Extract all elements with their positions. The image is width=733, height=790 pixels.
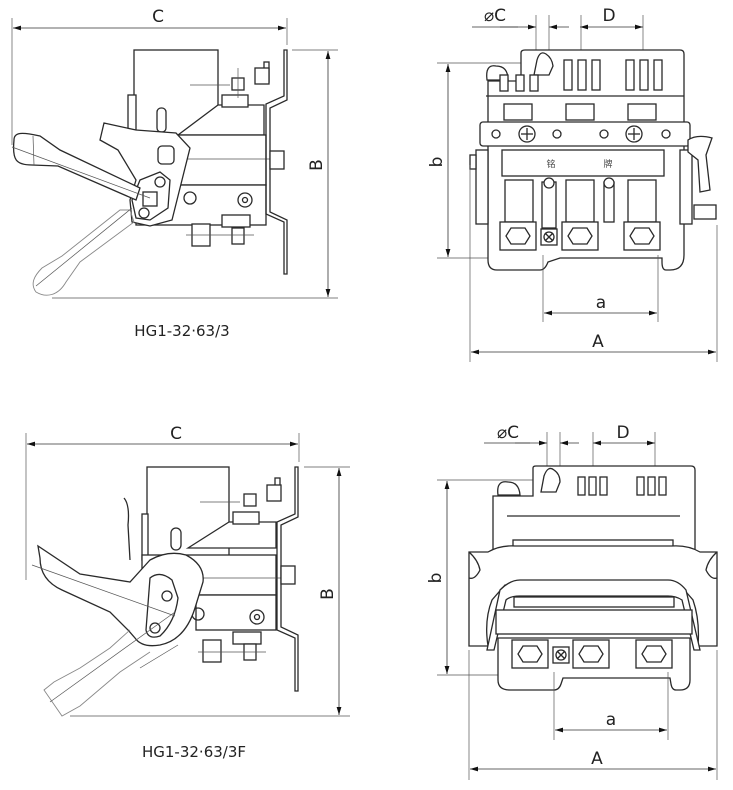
nameplate-char-left: 铭 <box>546 158 555 170</box>
dimension-c-top-3f: C <box>25 424 300 580</box>
cross-bar-front <box>479 121 691 147</box>
nameplate: 铭 牌 <box>501 149 665 177</box>
dimension-label-a-small-3f: a <box>606 710 616 730</box>
dimension-a-overall: A <box>469 165 718 362</box>
switch-body-side-3f <box>123 466 282 645</box>
terminal-blocks-front-3f <box>497 637 691 691</box>
operating-handle-side-3f[interactable] <box>31 544 204 647</box>
operating-handle-front[interactable] <box>687 135 717 220</box>
dimension-label-d: D <box>602 6 615 26</box>
dimension-label-b-3f: B <box>318 588 338 600</box>
terminal-bolts-side-3f <box>198 484 296 663</box>
dimension-label-hole-diameter-3f: ⌀C <box>497 423 519 443</box>
front-view-3F: ⌀C D b <box>426 423 718 780</box>
dimension-label-d-3f: D <box>616 423 629 443</box>
side-view-3: C B <box>11 7 338 340</box>
dimension-a-overall-3f: A <box>468 650 718 780</box>
dimension-label-b: B <box>307 159 327 171</box>
dimension-label-hole-diameter: ⌀C <box>484 6 506 26</box>
switch-body-front-3f <box>492 465 696 551</box>
protective-cover-3f[interactable] <box>468 545 718 651</box>
nameplate-char-right: 牌 <box>603 158 612 170</box>
contact-columns <box>504 177 657 229</box>
model-caption-hg1-3f: HG1-32·63/3F <box>142 743 246 761</box>
dimension-label-a-overall-3f: A <box>591 749 603 769</box>
operating-handle-side[interactable] <box>11 122 191 227</box>
dimension-a-bottom-3f: a <box>553 672 669 740</box>
handle-alternate-position <box>32 207 135 296</box>
dimension-label-a-overall: A <box>592 332 604 352</box>
side-view-3F: C B <box>25 424 350 761</box>
dimension-label-a-small: a <box>596 293 606 313</box>
terminal-bolts-side <box>186 67 285 247</box>
dimension-label-b-small-3f: b <box>426 573 446 584</box>
dimension-label-c-3f: C <box>170 424 182 444</box>
model-caption-hg1-3: HG1-32·63/3 <box>134 322 229 340</box>
dimension-c-top: C <box>11 7 288 145</box>
dimension-a-bottom: a <box>542 255 659 322</box>
dimension-b-right: B <box>52 49 338 299</box>
terminal-blocks-front <box>499 221 661 251</box>
dimension-label-c: C <box>152 7 164 27</box>
dimension-b-right-3f: B <box>70 466 350 717</box>
front-view-3: ⌀C D b <box>427 6 718 362</box>
handle-alternate-position-3f <box>43 611 179 717</box>
dimension-label-b-small: b <box>427 157 447 168</box>
